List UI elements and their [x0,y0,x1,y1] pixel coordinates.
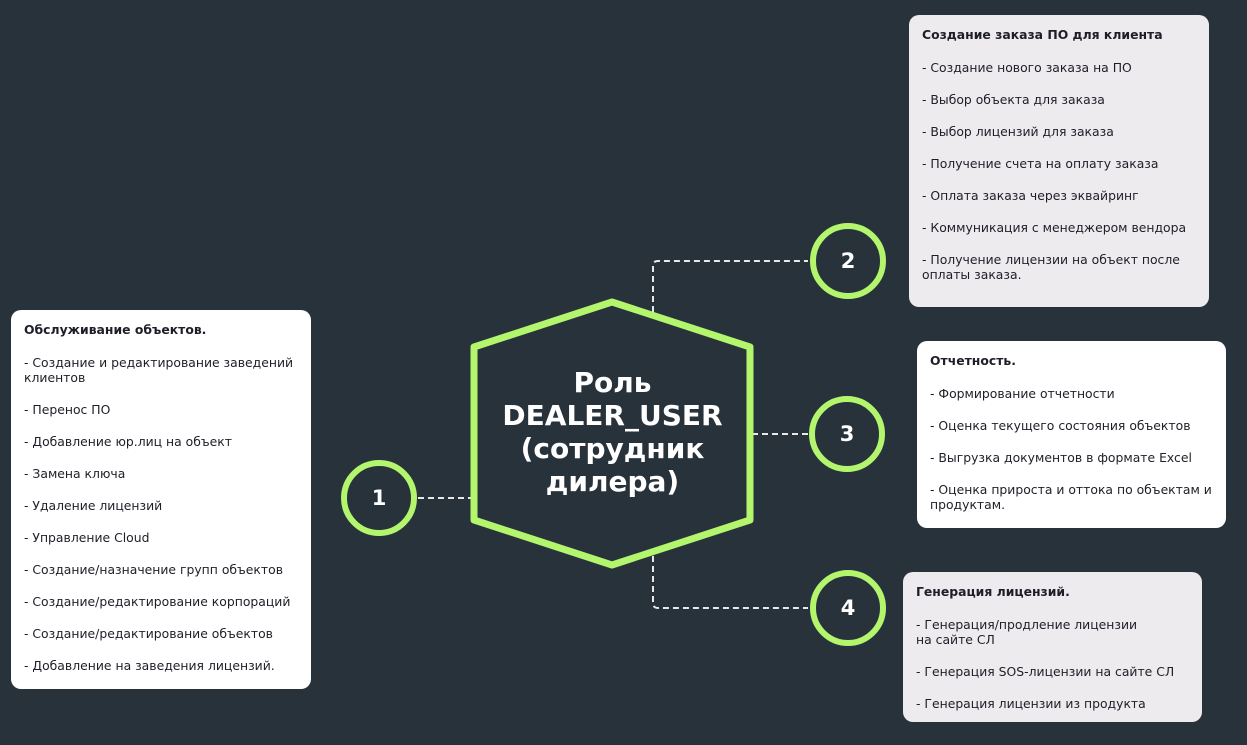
center-line: Роль [573,366,652,399]
node-number-1: 1 [341,460,417,536]
list-item: - Оплата заказа через эквайринг [922,188,1139,203]
list-item: - Создание и редактирование заведений кл… [24,355,294,385]
center-line: (сотрудник [520,432,705,465]
list-item: - Генерация/продление лицензии на сайте … [916,617,1138,647]
list-item: - Перенос ПО [24,402,111,417]
list-item: - Создание/назначение групп объектов [24,562,284,577]
list-item: - Получение лицензии на объект после опл… [922,252,1180,282]
list-item: - Создание нового заказа на ПО [922,60,1132,75]
list-item: - Выбор объекта для заказа [922,92,1105,107]
card-title: Создание заказа ПО для клиента [922,27,1163,42]
list-item: - Получение счета на оплату заказа [922,156,1159,171]
center-line: дилера) [545,465,680,498]
node-card-2: Создание заказа ПО для клиента - Создани… [909,15,1209,307]
list-item: - Замена ключа [24,466,126,481]
list-item: - Управление Cloud [24,530,150,545]
list-item: - Добавление юр.лиц на объект [24,434,232,449]
list-item: - Добавление на заведения лицензий. [24,658,275,673]
center-role-title: Роль DEALER_USER (сотрудник дилера) [480,366,745,498]
connector-4 [652,556,808,609]
card-title: Отчетность. [930,353,1016,368]
node-number-3: 3 [809,396,885,472]
list-item: - Удаление лицензий [24,498,163,513]
list-item: - Создание/редактирование объектов [24,626,273,641]
connector-2 [652,260,808,312]
list-item: - Формирование отчетности [930,386,1115,401]
node-card-4: Генерация лицензий. - Генерация/продлени… [903,572,1202,722]
list-item: - Генерация лицензии из продукта [916,696,1146,711]
list-item: - Оценка прироста и оттока по объектам и… [930,482,1212,512]
node-number-4: 4 [810,570,886,646]
node-card-1: Обслуживание объектов. - Создание и реда… [11,310,311,689]
list-item: - Оценка текущего состояния объектов [930,418,1191,433]
node-number-2: 2 [810,223,886,299]
node-card-3: Отчетность. - Формирование отчетности - … [917,341,1226,528]
center-line: DEALER_USER [502,399,723,432]
card-title: Обслуживание объектов. [24,322,207,337]
card-title: Генерация лицензий. [916,584,1070,599]
list-item: - Выбор лицензий для заказа [922,124,1114,139]
list-item: - Генерация SOS-лицензии на сайте СЛ [916,664,1175,679]
center-hexagon [470,298,754,569]
list-item: - Выгрузка документов в формате Excel [930,450,1192,465]
list-item: - Коммуникация с менеджером вендора [922,220,1187,235]
list-item: - Создание/редактирование корпораций [24,594,291,609]
